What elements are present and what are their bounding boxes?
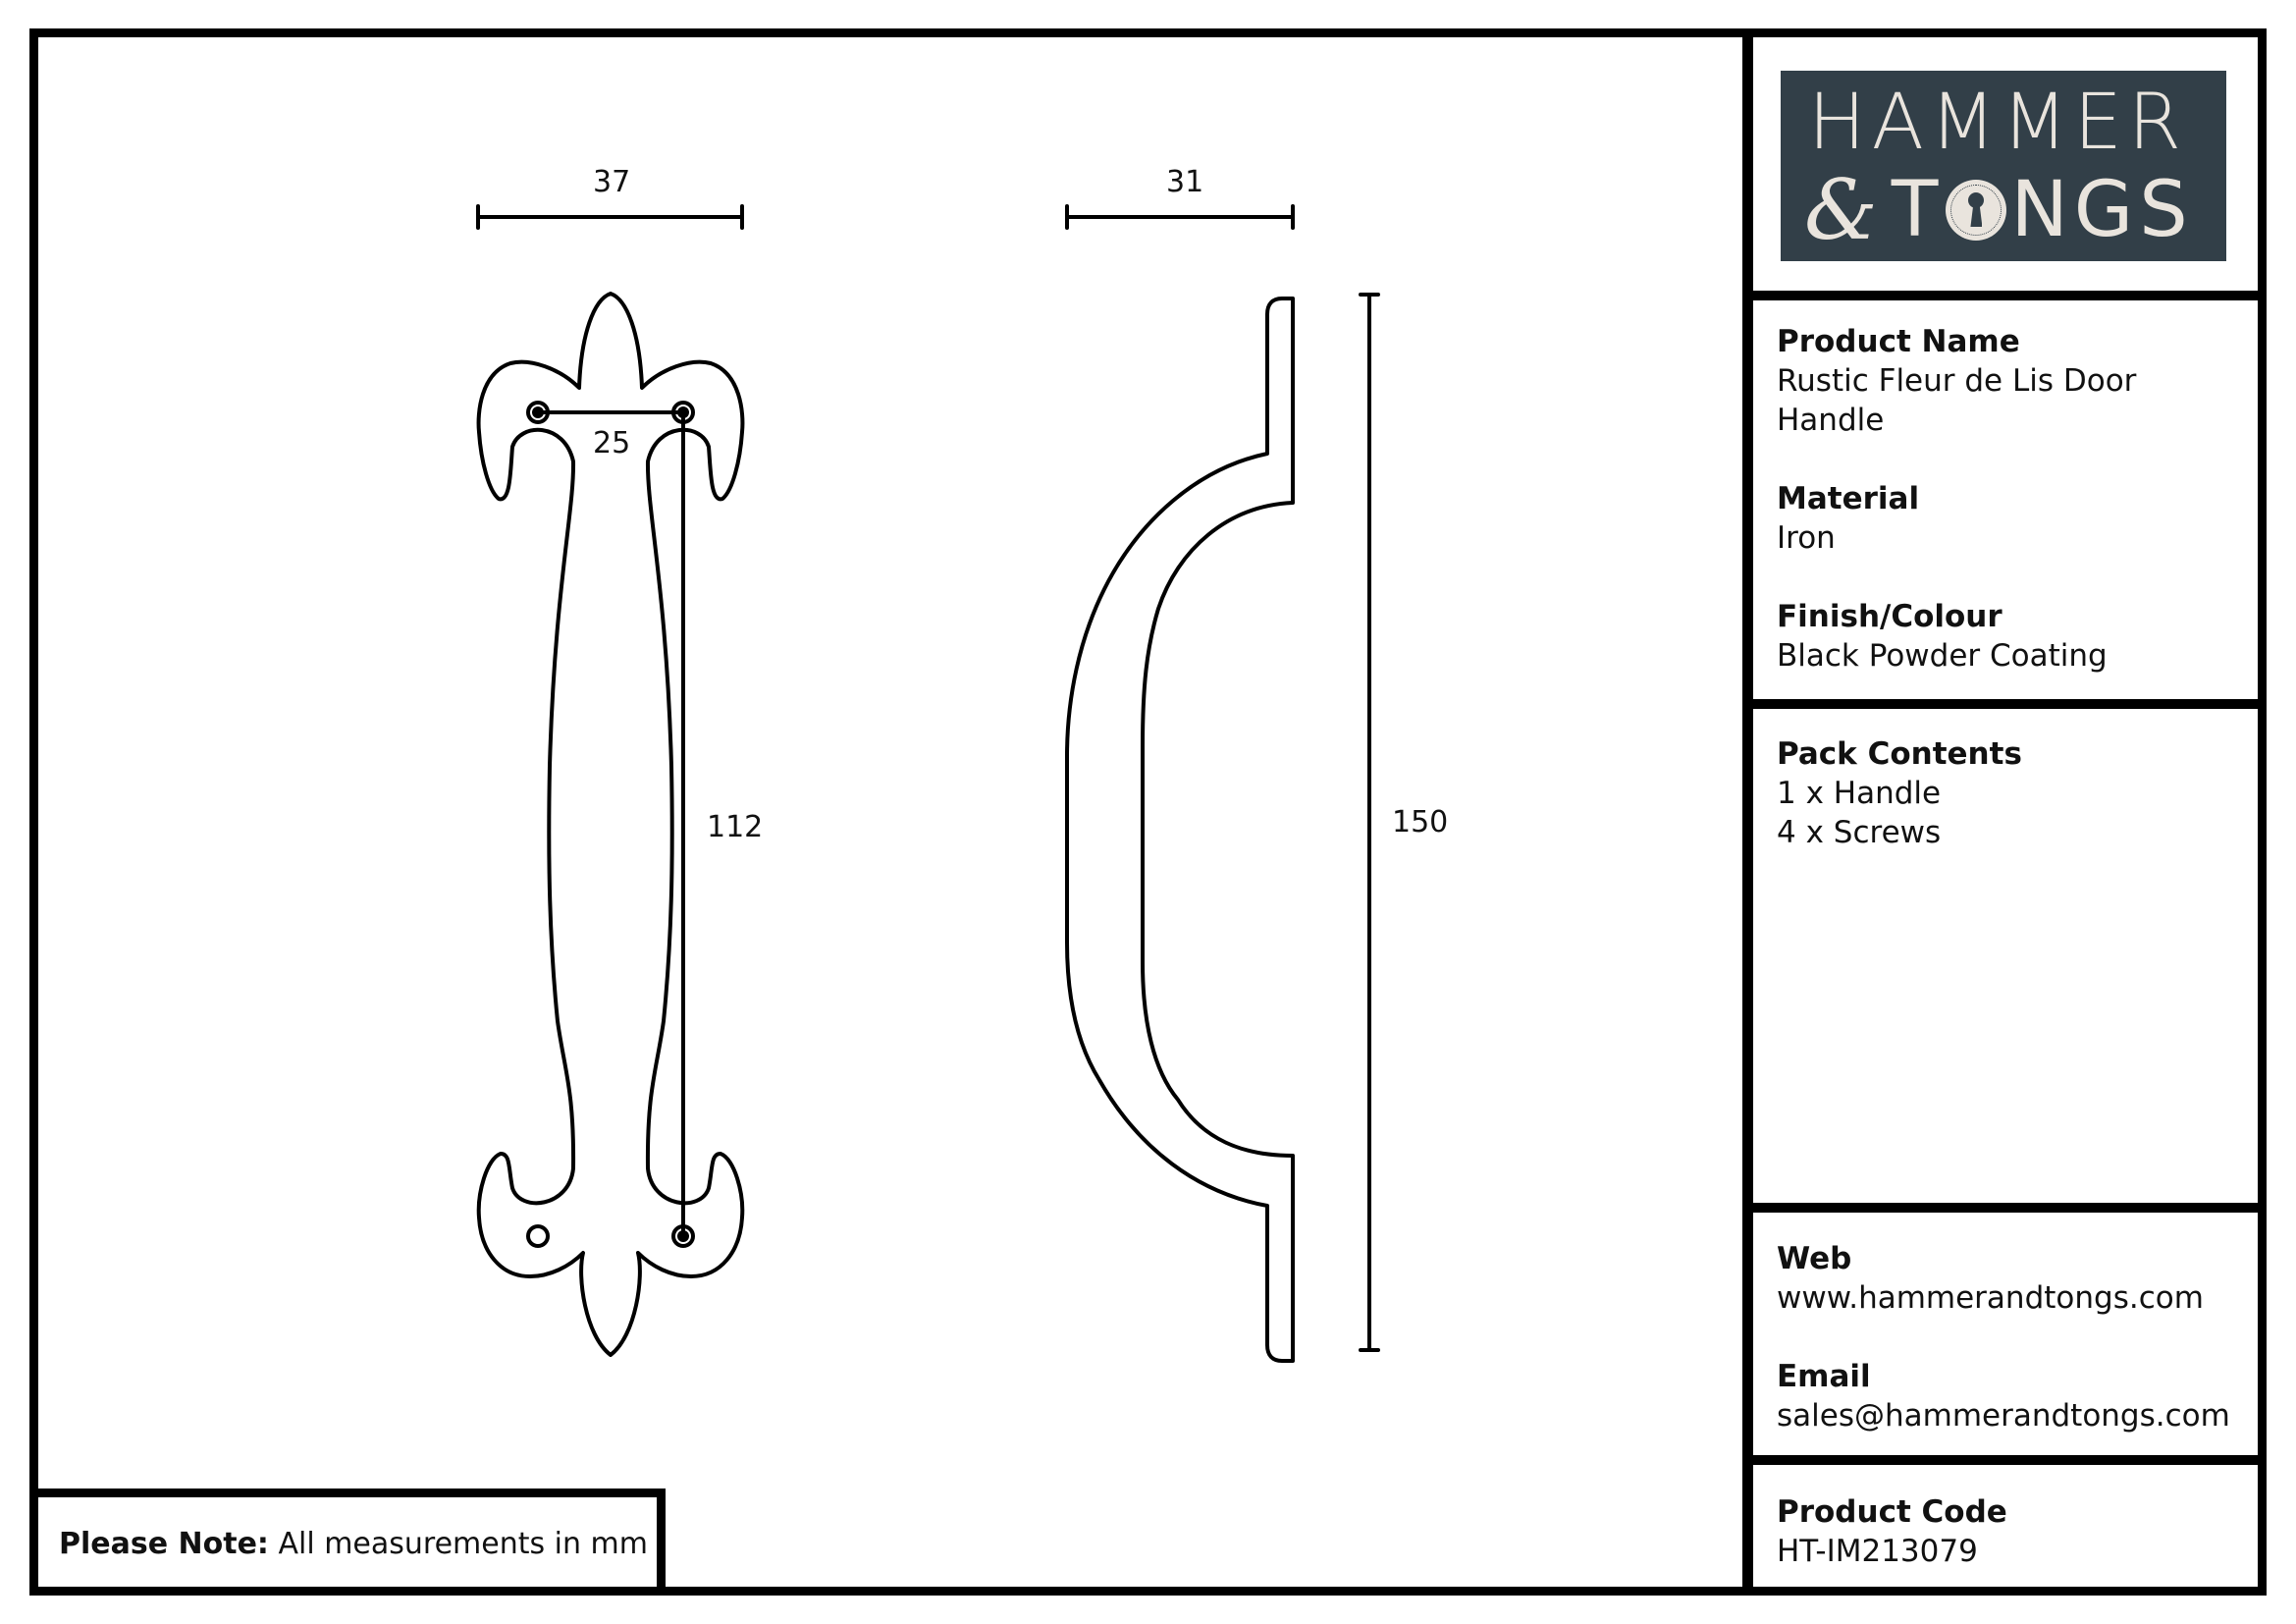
pack-item: 4 x Screws — [1777, 815, 1942, 850]
divider-specs — [1742, 699, 2267, 709]
pack-label: Pack Contents — [1777, 736, 2022, 772]
product-specs: Product Name Rustic Fleur de Lis Door Ha… — [1777, 322, 2136, 676]
drawing-frame — [29, 28, 2267, 1596]
product-code: Product Code HT-IM213079 — [1777, 1492, 2007, 1571]
keyhole-icon — [1946, 180, 2007, 241]
dimension-label-hole-spacing-v: 112 — [707, 810, 764, 844]
dimension-label-height: 150 — [1392, 805, 1449, 839]
logo-text-tongs: & T NGS — [1804, 169, 2194, 251]
email-link[interactable]: sales@hammerandtongs.com — [1777, 1398, 2230, 1434]
email-label: Email — [1777, 1359, 1871, 1394]
divider-pack — [1742, 1203, 2267, 1213]
product-name-label: Product Name — [1777, 324, 2020, 359]
pack-item: 1 x Handle — [1777, 776, 1942, 811]
product-name-line1: Rustic Fleur de Lis Door — [1777, 363, 2137, 399]
divider-contact — [1742, 1455, 2267, 1465]
side-view-outline — [1065, 297, 1295, 1363]
pack-contents: Pack Contents 1 x Handle 4 x Screws — [1777, 734, 2022, 852]
title-block-divider — [1742, 28, 1753, 1596]
overall-height-dimension — [1359, 293, 1380, 1352]
dimension-label-width: 37 — [593, 165, 631, 199]
web-label: Web — [1777, 1241, 1852, 1276]
front-width-dimension — [476, 204, 744, 230]
divider-logo — [1742, 291, 2267, 300]
screw-hole-bottom-left — [526, 1224, 550, 1248]
product-code-label: Product Code — [1777, 1494, 2007, 1530]
material-value: Iron — [1777, 520, 1836, 556]
web-link[interactable]: www.hammerandtongs.com — [1777, 1280, 2204, 1316]
logo-letters-ngs: NGS — [2010, 166, 2194, 254]
finish-label: Finish/Colour — [1777, 599, 2002, 634]
product-code-value: HT-IM213079 — [1777, 1534, 1978, 1569]
note-label: Please Note: — [59, 1527, 269, 1561]
product-name-line2: Handle — [1777, 403, 1885, 438]
dimension-label-depth: 31 — [1166, 165, 1204, 199]
note-text: All measurements in mm — [278, 1527, 648, 1561]
finish-value: Black Powder Coating — [1777, 638, 2108, 674]
contact-info: Web www.hammerandtongs.com Email sales@h… — [1777, 1239, 2230, 1435]
logo-letter-t: T — [1891, 166, 1945, 254]
measurement-note: Please Note: All measurements in mm — [29, 1489, 666, 1596]
logo-ampersand: & — [1804, 162, 1884, 258]
dimension-label-hole-spacing-h: 25 — [593, 426, 631, 460]
front-view-outline — [476, 292, 745, 1357]
brand-logo: HAMMER & T NGS — [1781, 71, 2226, 261]
side-depth-dimension — [1065, 204, 1295, 230]
material-label: Material — [1777, 481, 1920, 516]
logo-text-hammer: HAMMER — [1808, 79, 2188, 167]
